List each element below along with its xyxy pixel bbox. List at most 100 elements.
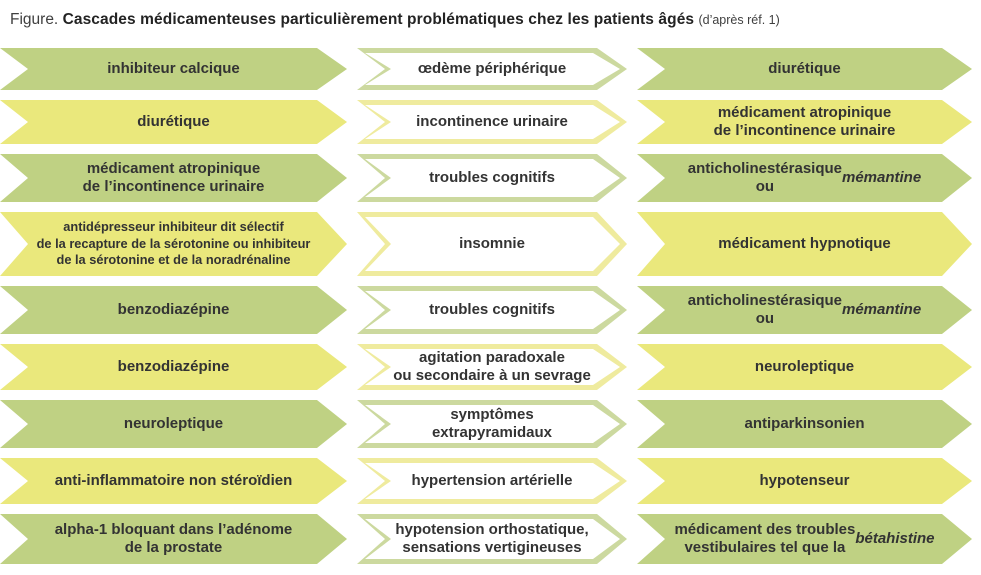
cause-label: diurétique	[137, 112, 210, 130]
treatment-label: anticholinestérasique ou mémantine	[687, 159, 922, 195]
arrow-inner-fill	[365, 105, 620, 139]
cause-label: benzodiazépine	[117, 357, 230, 375]
cause-arrow: inhibiteur calcique	[0, 48, 347, 90]
figure-title: Figure. Cascades médicamenteuses particu…	[0, 0, 981, 29]
cause-label: antidépresseur inhibiteur dit sélectif d…	[36, 219, 311, 268]
effect-label: incontinence urinaire	[416, 112, 568, 130]
cascade-row: anti-inflammatoire non stéroïdien hyperte…	[0, 458, 981, 504]
treatment-arrow: diurétique	[637, 48, 972, 90]
figure-ref: (d’après réf. 1)	[698, 13, 780, 27]
cascade-row: neuroleptique symptômes extrapyramidaux an…	[0, 400, 981, 448]
effect-arrow: incontinence urinaire	[357, 100, 627, 144]
effect-arrow: insomnie	[357, 212, 627, 276]
effect-label: œdème périphérique	[417, 59, 567, 77]
treatment-arrow: anticholinestérasique ou mémantine	[637, 286, 972, 334]
cascade-row: inhibiteur calcique œdème périphérique diu…	[0, 48, 981, 90]
treatment-arrow: hypotenseur	[637, 458, 972, 504]
outlined-arrow-shape	[357, 514, 627, 564]
solid-arrow-shape	[0, 48, 347, 90]
arrow-inner-fill	[365, 349, 620, 385]
arrow-inner-fill	[365, 405, 620, 443]
solid-arrow-shape	[0, 400, 347, 448]
cause-arrow: benzodiazépine	[0, 344, 347, 390]
treatment-arrow: médicament hypnotique	[637, 212, 972, 276]
cause-label: benzodiazépine	[117, 300, 230, 318]
effect-label: symptômes extrapyramidaux	[431, 405, 553, 441]
treatment-label: anticholinestérasique ou mémantine	[687, 291, 922, 327]
solid-arrow-shape	[637, 400, 972, 448]
outlined-arrow-shape	[357, 48, 627, 90]
outlined-arrow-shape	[357, 286, 627, 334]
cause-arrow: anti-inflammatoire non stéroïdien	[0, 458, 347, 504]
effect-arrow: symptômes extrapyramidaux	[357, 400, 627, 448]
treatment-label: antiparkinsonien	[744, 414, 865, 432]
effect-label: insomnie	[459, 234, 525, 252]
arrow-inner-fill	[365, 159, 620, 197]
treatment-label: hypotenseur	[759, 471, 850, 489]
cause-arrow: neuroleptique	[0, 400, 347, 448]
treatment-arrow: neuroleptique	[637, 344, 972, 390]
solid-arrow-shape	[637, 154, 972, 202]
figure-label: Figure.	[10, 11, 59, 28]
cause-arrow: alpha-1 bloquant dans l’adénome de la pr…	[0, 514, 347, 564]
cause-arrow: diurétique	[0, 100, 347, 144]
solid-arrow-shape	[0, 286, 347, 334]
effect-arrow: troubles cognitifs	[357, 286, 627, 334]
solid-arrow-shape	[637, 100, 972, 144]
arrow-inner-fill	[365, 217, 620, 271]
solid-arrow-shape	[637, 286, 972, 334]
solid-arrow-shape	[0, 458, 347, 504]
effect-arrow: hypertension artérielle	[357, 458, 627, 504]
cause-label: neuroleptique	[123, 414, 224, 432]
cause-arrow: benzodiazépine	[0, 286, 347, 334]
cascade-row: diurétique incontinence urinaire médicamen…	[0, 100, 981, 144]
treatment-arrow: anticholinestérasique ou mémantine	[637, 154, 972, 202]
treatment-label: neuroleptique	[754, 357, 855, 375]
solid-arrow-shape	[637, 48, 972, 90]
cascade-row: médicament atropinique de l’incontinence…	[0, 154, 981, 202]
treatment-label: médicament des troubles vestibulaires te…	[674, 520, 935, 556]
arrow-inner-fill	[365, 463, 620, 499]
arrow-inner-fill	[365, 53, 620, 85]
cascade-row: antidépresseur inhibiteur dit sélectif d…	[0, 212, 981, 276]
outlined-arrow-shape	[357, 154, 627, 202]
solid-arrow-shape	[0, 154, 347, 202]
effect-arrow: œdème périphérique	[357, 48, 627, 90]
effect-label: troubles cognitifs	[429, 300, 555, 318]
solid-arrow-shape	[0, 100, 347, 144]
treatment-label: médicament hypnotique	[718, 234, 891, 252]
effect-arrow: hypotension orthostatique, sensations ve…	[357, 514, 627, 564]
solid-arrow-shape	[0, 514, 347, 564]
outlined-arrow-shape	[357, 344, 627, 390]
solid-arrow-shape	[637, 212, 972, 276]
effect-label: hypertension artérielle	[411, 471, 573, 489]
solid-arrow-shape	[0, 344, 347, 390]
treatment-arrow: médicament atropinique de l’incontinence…	[637, 100, 972, 144]
treatment-arrow: médicament des troubles vestibulaires te…	[637, 514, 972, 564]
effect-label: hypotension orthostatique, sensations ve…	[395, 520, 589, 556]
cause-label: anti-inflammatoire non stéroïdien	[54, 471, 293, 489]
cause-label: alpha-1 bloquant dans l’adénome de la pr…	[54, 520, 293, 556]
effect-arrow: agitation paradoxale ou secondaire à un …	[357, 344, 627, 390]
cause-label: médicament atropinique de l’incontinence…	[82, 159, 265, 195]
treatment-label: médicament atropinique de l’incontinence…	[713, 103, 896, 139]
outlined-arrow-shape	[357, 100, 627, 144]
cause-arrow: antidépresseur inhibiteur dit sélectif d…	[0, 212, 347, 276]
cause-arrow: médicament atropinique de l’incontinence…	[0, 154, 347, 202]
outlined-arrow-shape	[357, 212, 627, 276]
solid-arrow-shape	[637, 514, 972, 564]
effect-label: agitation paradoxale ou secondaire à un …	[393, 348, 591, 384]
arrow-inner-fill	[365, 291, 620, 329]
outlined-arrow-shape	[357, 458, 627, 504]
solid-arrow-shape	[637, 344, 972, 390]
cascade-diagram: inhibiteur calcique œdème périphérique diu…	[0, 48, 981, 564]
solid-arrow-shape	[637, 458, 972, 504]
solid-arrow-shape	[0, 212, 347, 276]
arrow-inner-fill	[365, 519, 620, 559]
outlined-arrow-shape	[357, 400, 627, 448]
effect-label: troubles cognitifs	[429, 168, 555, 186]
treatment-arrow: antiparkinsonien	[637, 400, 972, 448]
cascade-row: alpha-1 bloquant dans l’adénome de la pr…	[0, 514, 981, 564]
cascade-row: benzodiazépine troubles cognitifs antichol…	[0, 286, 981, 334]
figure-title-main: Cascades médicamenteuses particulièremen…	[62, 11, 695, 28]
